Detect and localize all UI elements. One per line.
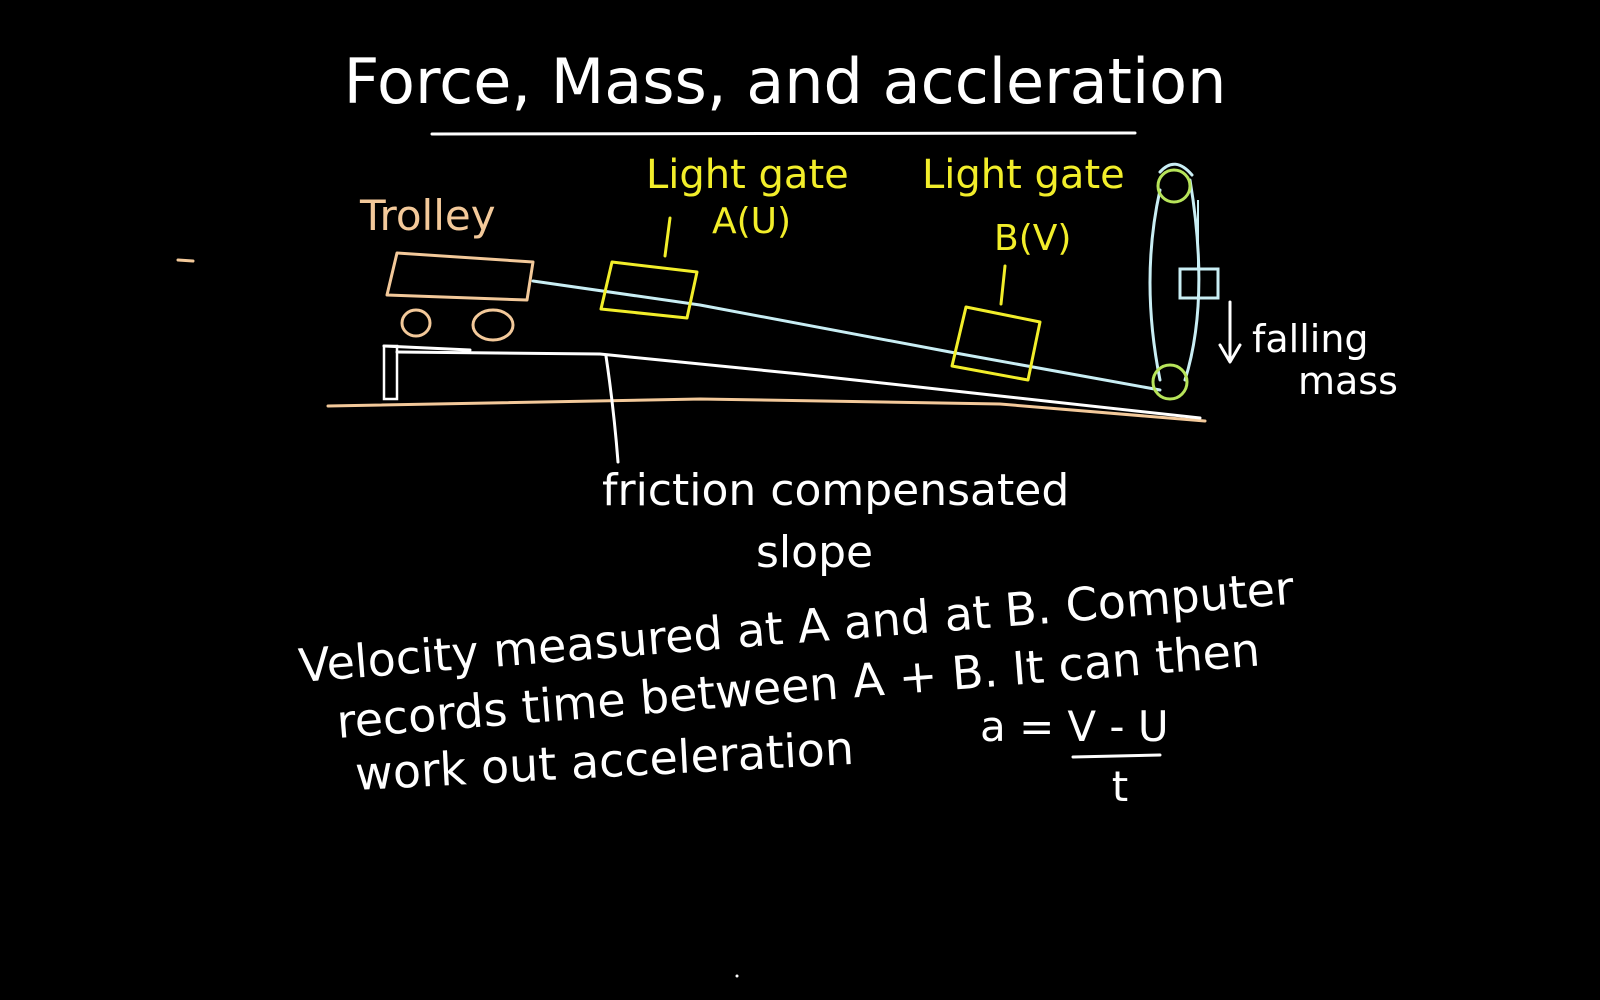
pulley-top <box>1156 168 1192 204</box>
trolley-label: Trolley <box>359 191 496 240</box>
slope-label-line2: slope <box>756 527 873 578</box>
string-to-pulley <box>531 279 1162 392</box>
slope-pointer-line <box>604 354 620 464</box>
light-gate-b-pointer <box>999 264 1007 306</box>
formula-lhs: a = <box>980 702 1054 751</box>
light-gate-a-id: A(U) <box>712 201 791 242</box>
pulley-bottom <box>1151 363 1189 401</box>
friction-compensated-slope <box>382 344 1202 420</box>
page-title: Force, Mass, and accleration <box>344 45 1227 118</box>
trolley-wheel-rear <box>400 308 432 338</box>
light-gate-b <box>950 305 1042 382</box>
formula-numerator: V - U <box>1067 702 1168 751</box>
falling-arrow <box>1218 300 1242 364</box>
stray-chalk-dot <box>735 974 739 978</box>
slope-support-block <box>382 344 399 401</box>
light-gate-a-pointer <box>663 216 672 258</box>
falling-mass-label-line2: mass <box>1298 359 1398 403</box>
light-gate-b-label: Light gate <box>922 152 1125 198</box>
trolley-wheel-front <box>471 308 515 342</box>
trolley-body <box>385 251 535 302</box>
light-gate-a <box>599 260 699 320</box>
string-loop <box>1148 178 1201 382</box>
string-top <box>1158 162 1194 177</box>
light-gate-a-label: Light gate <box>646 152 849 198</box>
slope-label-line1: friction compensated <box>602 465 1069 516</box>
hanging-mass <box>1178 267 1220 300</box>
title-underline <box>430 131 1137 136</box>
falling-mass-label-line1: falling <box>1252 317 1369 361</box>
formula-denominator: t <box>1112 762 1128 811</box>
formula-fraction-bar <box>1071 753 1162 759</box>
light-gate-b-id: B(V) <box>994 218 1071 259</box>
bench-line <box>326 397 1207 423</box>
stray-chalk-mark <box>176 258 195 263</box>
